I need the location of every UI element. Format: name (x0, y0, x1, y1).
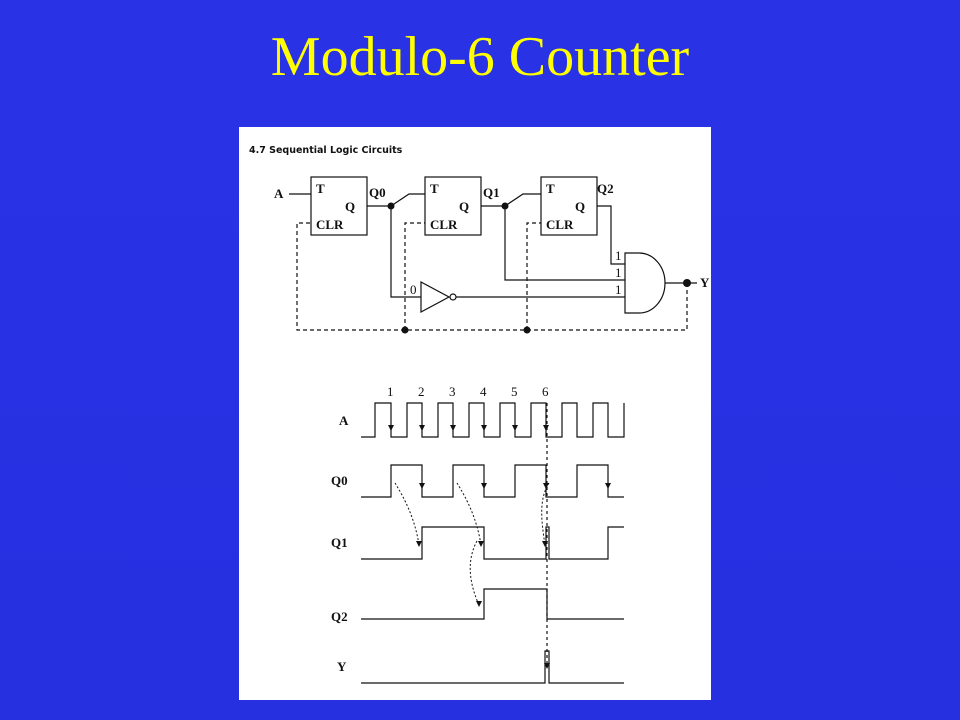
wire-q1-t2 (481, 193, 541, 207)
pulse-number-4: 4 (480, 384, 487, 399)
and-input-2-label: 1 (615, 265, 622, 280)
slide-title: Modulo-6 Counter (270, 26, 690, 88)
figure-svg: 4.7 Sequential Logic Circuits T Q CLR Q0… (249, 145, 710, 684)
ff0-clr-label: CLR (316, 217, 344, 232)
and-input-3-label: 1 (615, 282, 622, 297)
signal-label-q0: Q0 (331, 473, 348, 488)
edge-arrows (388, 425, 611, 669)
ff2-output-label: Q2 (597, 181, 614, 196)
figure-header: 4.7 Sequential Logic Circuits (249, 145, 403, 156)
input-a-label: A (274, 186, 284, 201)
pulse-number-2: 2 (418, 384, 425, 399)
signal-label-q1: Q1 (331, 535, 348, 550)
waveform-q2 (361, 588, 624, 620)
ff2-q-label: Q (575, 199, 585, 214)
wire-q2-and (597, 205, 625, 265)
pulse-number-6: 6 (542, 384, 549, 399)
clear-feedback (296, 222, 688, 331)
textbook-figure: 4.7 Sequential Logic Circuits T Q CLR Q0… (239, 127, 711, 700)
pulse-number-3: 3 (449, 384, 456, 399)
waveform-y (361, 650, 624, 684)
signal-label-a: A (339, 413, 349, 428)
output-y-label: Y (700, 275, 710, 290)
ff0-output-label: Q0 (369, 185, 386, 200)
ff1-clr-label: CLR (430, 217, 458, 232)
waveform-q1 (361, 526, 624, 560)
and-input-1-label: 1 (615, 248, 622, 263)
and-gate (624, 252, 666, 314)
pulse-number-5: 5 (511, 384, 518, 399)
inverter-input-label: 0 (410, 282, 417, 297)
ff0-t-label: T (316, 181, 325, 196)
ff2-t-label: T (546, 181, 555, 196)
inverter (420, 280, 451, 314)
ff1-output-label: Q1 (483, 185, 500, 200)
junction-dots (387, 202, 691, 334)
ff1-t-label: T (430, 181, 439, 196)
ff0-q-label: Q (345, 199, 355, 214)
ff1-q-label: Q (459, 199, 469, 214)
signal-label-y: Y (337, 659, 347, 674)
waveform-a (361, 402, 625, 438)
waveform-q0 (361, 464, 624, 498)
wire-q0-inv (390, 206, 421, 298)
inverter-bubble (449, 293, 457, 301)
pulse-number-1: 1 (387, 384, 394, 399)
signal-label-q2: Q2 (331, 609, 348, 624)
ff2-clr-label: CLR (546, 217, 574, 232)
wire-q0-t1 (367, 193, 425, 207)
wire-q1-and (504, 206, 625, 281)
